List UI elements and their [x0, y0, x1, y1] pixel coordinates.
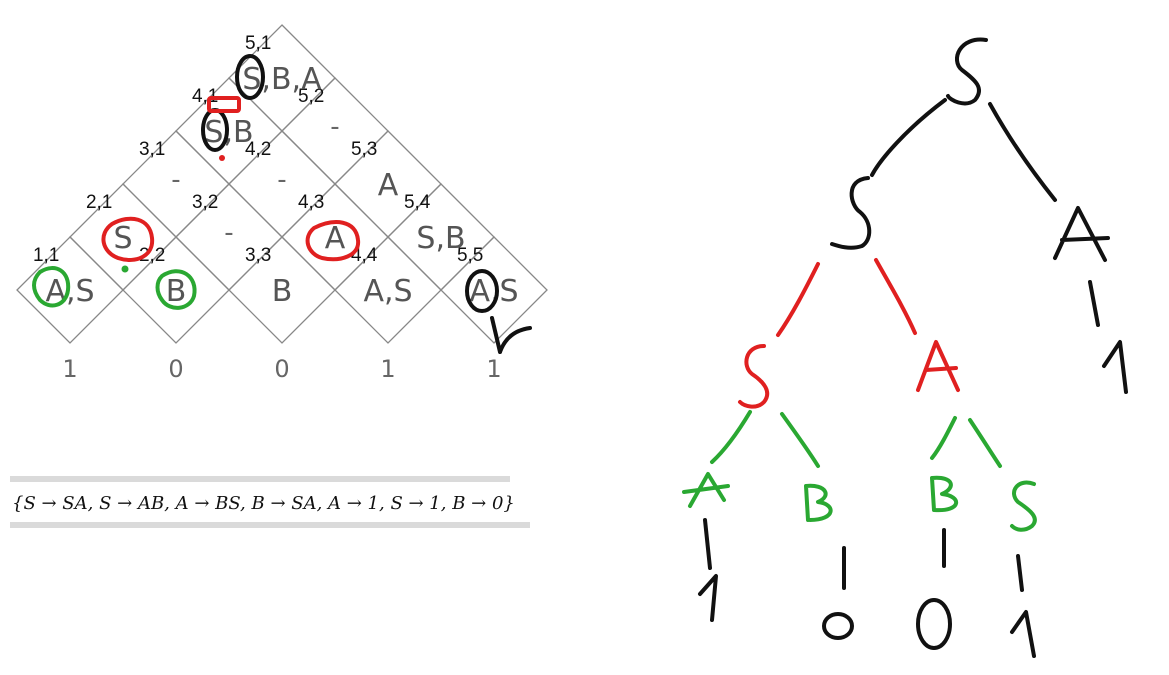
tree-edge	[870, 98, 947, 177]
parse-tree	[682, 37, 1128, 658]
tree-edge	[780, 412, 820, 468]
tree-node-b	[804, 483, 833, 522]
cyk-cell-value: -	[277, 165, 286, 195]
cyk-cell-value: S,B,A	[242, 62, 322, 97]
cropped-text-line-top	[10, 476, 510, 482]
tree-edge	[1016, 554, 1024, 592]
cyk-cell-coordinate: 5,4	[404, 192, 431, 213]
cyk-cell-value: -	[171, 165, 180, 195]
cyk-cell-coordinate: 2,2	[139, 245, 165, 266]
cyk-cell-value: A,S	[45, 274, 94, 309]
tree-node-a	[682, 472, 730, 508]
cyk-cell-value: A	[378, 168, 399, 203]
tree-node-a	[916, 340, 960, 392]
cyk-cell-value: S,B	[204, 115, 253, 150]
cyk-cell-value: A	[325, 221, 346, 256]
cyk-cell-coordinate: 4,2	[245, 139, 271, 160]
cyk-input-symbol: 1	[380, 355, 395, 383]
black-circle-mark	[465, 269, 499, 313]
cyk-cell-coordinate: 4,3	[298, 192, 324, 213]
cyk-cell-coordinate: 5,3	[351, 139, 377, 160]
cyk-cell-coordinate: 1,1	[33, 245, 59, 266]
black-circle-mark	[235, 54, 265, 100]
cyk-input-symbol: 0	[274, 355, 289, 383]
black-stroke-mark	[490, 316, 532, 354]
tree-node-s	[738, 344, 770, 409]
cyk-table-labels: A,S1,1B2,2B3,3A,S4,4A,S5,5S2,1-3,2A4,3S,…	[33, 33, 519, 309]
cyk-cell-coordinate: 3,1	[139, 139, 165, 160]
cyk-input-row: 1 0 0 1 1	[62, 355, 501, 383]
tree-node-s	[1010, 480, 1037, 532]
cyk-input-symbol: 1	[62, 355, 77, 383]
cyk-input-symbol: 0	[168, 355, 183, 383]
cyk-cell-coordinate: 3,2	[192, 192, 218, 213]
cyk-cell	[228, 24, 336, 132]
tree-node-root-s	[946, 37, 988, 106]
cyk-cell-value: -	[330, 112, 339, 142]
cyk-cell-coordinate: 3,3	[245, 245, 271, 266]
tree-edge	[1088, 280, 1100, 327]
cyk-annotations	[32, 54, 532, 354]
cyk-cell-coordinate: 5,2	[298, 86, 324, 107]
tree-edge	[930, 416, 957, 460]
tree-node-s	[830, 176, 872, 250]
cyk-table-grid	[16, 24, 548, 344]
red-dot-mark	[219, 155, 225, 161]
tree-leaf-1	[1102, 340, 1128, 394]
red-box-mark	[207, 96, 241, 113]
tree-leaf-0	[822, 612, 854, 640]
cropped-text-line-bottom	[10, 522, 530, 528]
cyk-cell-value: S	[113, 221, 132, 256]
tree-edge	[776, 262, 820, 337]
cyk-cell-value: B	[272, 274, 293, 309]
tree-edge	[710, 410, 752, 464]
red-circle-mark	[101, 216, 155, 262]
green-circle-mark	[155, 269, 197, 310]
cyk-cell-value: S,B	[416, 221, 465, 256]
red-circle-mark	[305, 220, 361, 262]
cyk-input-symbol: 1	[486, 355, 501, 383]
cyk-cell-coordinate: 5,1	[245, 33, 271, 54]
tree-edge	[703, 518, 712, 570]
grammar-block: {S → SA, S → AB, A → BS, B → SA, A → 1, …	[10, 476, 530, 528]
green-dot-mark	[121, 265, 129, 273]
cyk-cell-value: -	[224, 218, 233, 248]
cyk-cell-coordinate: 4,1	[192, 86, 218, 107]
grammar-rules: {S → SA, S → AB, A → BS, B → SA, A → 1, …	[12, 493, 515, 514]
cyk-cell-coordinate: 5,5	[457, 245, 483, 266]
cyk-cell-value: A,S	[363, 274, 412, 309]
tree-node-a	[1053, 206, 1110, 262]
tree-leaf-1	[1010, 610, 1036, 658]
green-circle-mark	[32, 266, 71, 308]
cyk-cell-value: B	[166, 274, 187, 309]
cyk-cell-coordinate: 2,1	[86, 192, 112, 213]
tree-node-b	[930, 475, 959, 513]
tree-edge	[968, 418, 1002, 468]
tree-leaf-0	[916, 598, 952, 650]
tree-edge	[874, 258, 917, 335]
tree-leaf-1	[698, 574, 718, 622]
tree-edge	[988, 102, 1057, 202]
